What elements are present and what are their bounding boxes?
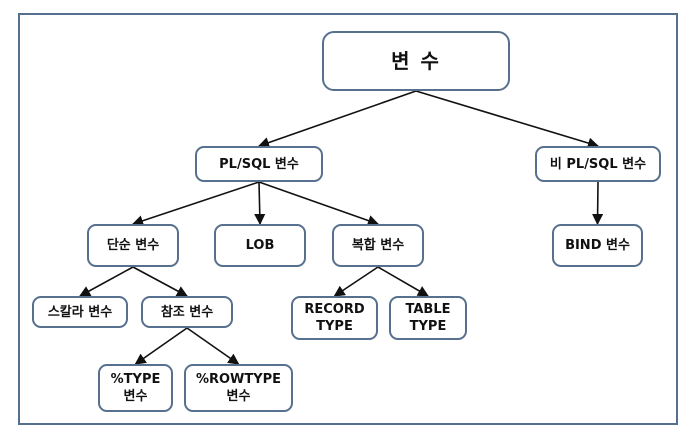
node-label: 변 수: [391, 48, 441, 73]
edge-composite-to-table_type: [377, 266, 429, 297]
edge-reference-to-pct_rowtype: [186, 327, 240, 365]
node-label: 참조 변수: [160, 304, 214, 320]
node-scalar-variable: 스칼라 변수: [32, 296, 128, 328]
node-composite-variable: 복합 변수: [332, 224, 424, 267]
edge-plsql-to-simple: [131, 181, 260, 227]
node-table-type: TABLE TYPE: [389, 296, 467, 340]
node-label-line2: 변수: [226, 389, 251, 404]
edge-reference-to-pct_type: [134, 327, 188, 365]
node-label: 복합 변수: [351, 238, 405, 253]
node-label-line2: TYPE: [409, 319, 447, 334]
edge-plsql-to-lob: [254, 181, 266, 226]
edge-root-to-non_plsql: [415, 90, 600, 149]
node-reference-variable: 참조 변수: [141, 296, 233, 328]
node-label-line2: 변수: [123, 389, 148, 404]
node-pct-type-variable: %TYPE 변수: [98, 364, 173, 412]
node-label-line1: RECORD: [304, 302, 365, 317]
edge-simple-to-scalar: [79, 266, 134, 297]
node-label: 스칼라 변수: [47, 304, 113, 320]
node-label: LOB: [245, 238, 275, 253]
node-pct-rowtype-variable: %ROWTYPE 변수: [184, 364, 293, 412]
node-label: BIND 변수: [565, 238, 630, 253]
node-variable-root: 변 수: [322, 31, 510, 91]
edge-plsql-to-composite: [258, 181, 380, 226]
edge-simple-to-reference: [132, 266, 188, 297]
node-simple-variable: 단순 변수: [87, 224, 179, 267]
edge-non_plsql-to-bind: [592, 181, 604, 226]
node-non-plsql-variable: 비 PL/SQL 변수: [535, 146, 661, 182]
node-record-type: RECORD TYPE: [291, 296, 378, 340]
node-label-line1: %ROWTYPE: [195, 372, 282, 387]
node-label-line2: TYPE: [316, 319, 353, 334]
edge-composite-to-record_type: [333, 266, 379, 297]
node-lob: LOB: [214, 224, 306, 267]
edge-root-to-plsql: [257, 90, 417, 148]
node-label: 단순 변수: [106, 238, 160, 253]
node-bind-variable: BIND 변수: [552, 224, 643, 267]
node-label-line1: %TYPE: [110, 372, 161, 387]
node-label: PL/SQL 변수: [219, 156, 299, 172]
node-label-line1: TABLE: [405, 302, 451, 317]
node-label: 비 PL/SQL 변수: [549, 156, 647, 172]
node-plsql-variable: PL/SQL 변수: [195, 146, 323, 182]
